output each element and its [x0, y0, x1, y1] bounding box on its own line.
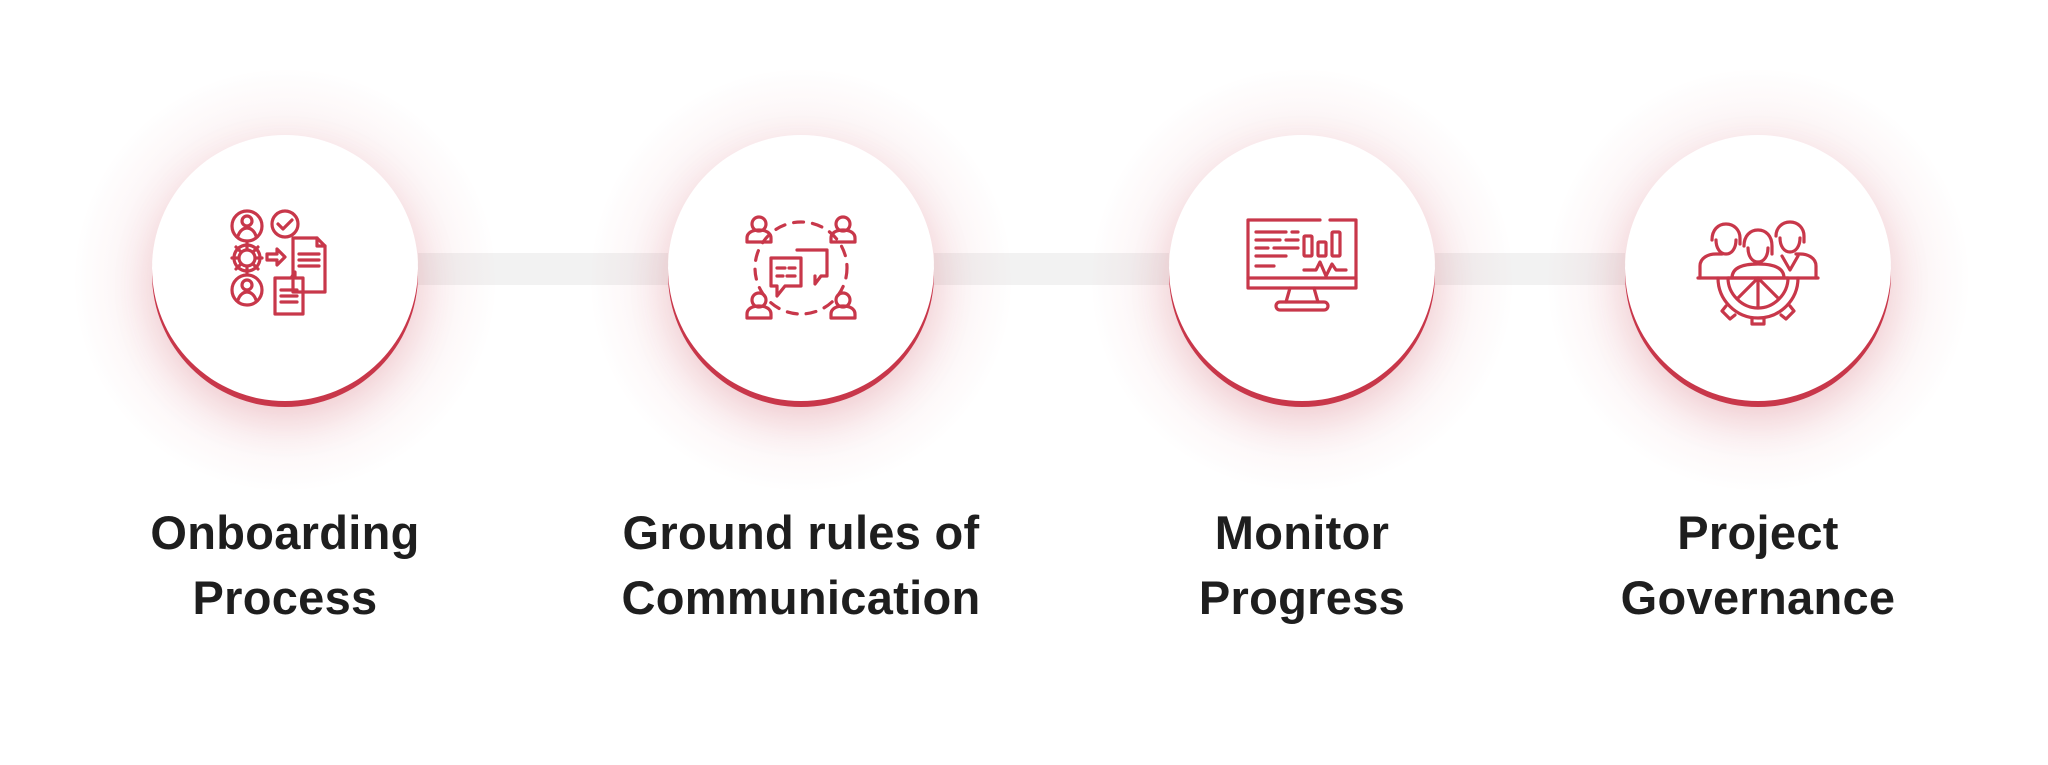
step-label-line2: Progress: [1198, 571, 1406, 624]
monitor-dashboard-icon: [1246, 218, 1358, 312]
step-circle: [668, 135, 934, 401]
step-circle: [1169, 135, 1435, 401]
step-label-line1: Onboarding: [150, 506, 420, 559]
step-onboarding-process: Onboarding Process: [75, 0, 495, 765]
connector-2-3: [934, 253, 1169, 285]
step-label: Monitor Progress: [1092, 500, 1512, 630]
step-circle: [1625, 135, 1891, 401]
step-label-line2: Governance: [1620, 571, 1896, 624]
step-project-governance: Project Governance: [1548, 0, 1968, 765]
connector-1-2: [418, 253, 668, 285]
step-label: Ground rules of Communication: [591, 500, 1011, 630]
step-ground-rules-of-communication: Ground rules of Communication: [591, 0, 1011, 765]
step-label: Onboarding Process: [75, 500, 495, 630]
connector-3-4: [1435, 253, 1625, 285]
team-communication-icon: [745, 215, 857, 320]
step-circle: [152, 135, 418, 401]
step-label-line1: Monitor: [1214, 506, 1390, 559]
step-label-line1: Ground rules of: [622, 506, 980, 559]
step-label: Project Governance: [1548, 500, 1968, 630]
step-label-line1: Project: [1677, 506, 1839, 559]
onboarding-process-icon: [230, 209, 327, 316]
step-monitor-progress: Monitor Progress: [1092, 0, 1512, 765]
step-label-line2: Process: [192, 571, 378, 624]
step-label-line2: Communication: [621, 571, 981, 624]
team-gear-governance-icon: [1696, 220, 1820, 326]
